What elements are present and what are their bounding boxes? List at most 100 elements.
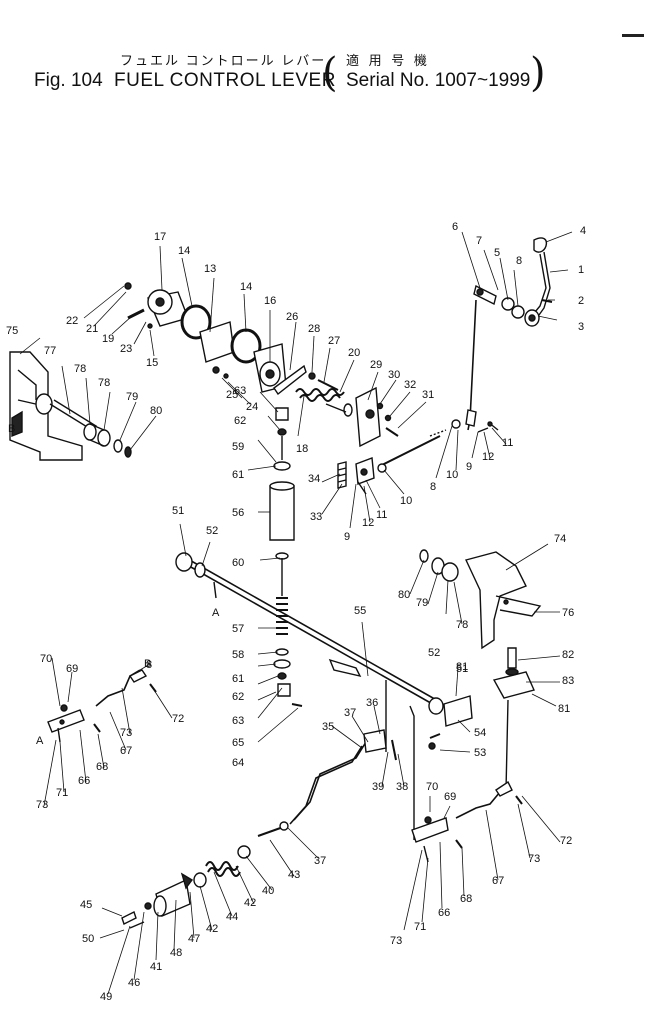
callout-56: 56 (232, 507, 244, 519)
callout-72: 72 (560, 835, 572, 847)
callout-72: 72 (172, 713, 184, 725)
callout-57: 57 (232, 623, 244, 635)
callout-60: 60 (232, 557, 244, 569)
reference-mark-b: B (8, 423, 15, 435)
callout-51: 51 (456, 663, 468, 675)
callout-21: 21 (86, 323, 98, 335)
serial-label-japanese: 適 用 号 機 (346, 53, 430, 68)
callout-35: 35 (322, 721, 334, 733)
callout-42: 42 (244, 897, 256, 909)
callout-11: 11 (376, 509, 387, 521)
callout-10: 10 (400, 495, 412, 507)
right-parenthesis: ) (530, 50, 546, 96)
callout-62: 62 (234, 415, 246, 427)
callout-14: 14 (240, 281, 252, 293)
callout-12: 12 (362, 517, 374, 529)
callout-20: 20 (348, 347, 360, 359)
callout-14: 14 (178, 245, 190, 257)
callout-36: 36 (366, 697, 378, 709)
callout-25: 25 (226, 389, 238, 401)
callout-40: 40 (262, 885, 274, 897)
callout-61: 61 (232, 673, 244, 685)
callout-34: 34 (308, 473, 320, 485)
callout-8: 8 (430, 481, 436, 493)
callout-31: 31 (422, 389, 434, 401)
callout-70: 70 (426, 781, 438, 793)
corner-mark (622, 34, 644, 37)
callout-48: 48 (170, 947, 182, 959)
callout-27: 27 (328, 335, 340, 347)
callout-47: 47 (188, 933, 200, 945)
callout-78: 78 (98, 377, 110, 389)
callout-55: 55 (354, 605, 366, 617)
callout-64: 64 (232, 757, 244, 769)
callout-79: 79 (416, 597, 428, 609)
callout-11: 11 (502, 437, 513, 449)
callout-30: 30 (388, 369, 400, 381)
callout-23: 23 (120, 343, 132, 355)
reference-marks: B A B A (8, 423, 220, 747)
callout-79: 79 (126, 391, 138, 403)
callout-62: 62 (232, 691, 244, 703)
callout-32: 32 (404, 379, 416, 391)
callout-68: 68 (96, 761, 108, 773)
callout-45: 45 (80, 899, 92, 911)
callout-10: 10 (446, 469, 458, 481)
callout-16: 16 (264, 295, 276, 307)
callout-71: 71 (56, 787, 68, 799)
callout-1: 1 (578, 264, 584, 276)
callout-37: 37 (314, 855, 326, 867)
callout-46: 46 (128, 977, 140, 989)
callout-54: 54 (474, 727, 486, 739)
figure-number: Fig. 104 (34, 70, 103, 91)
callout-73: 73 (120, 727, 132, 739)
callout-38: 38 (396, 781, 408, 793)
callout-37: 37 (344, 707, 356, 719)
callout-75: 75 (6, 325, 18, 337)
callout-69: 69 (444, 791, 456, 803)
callout-66: 66 (78, 775, 90, 787)
callout-63: 63 (232, 715, 244, 727)
callout-5: 5 (494, 247, 500, 259)
callout-49: 49 (100, 991, 112, 1003)
callout-2: 2 (578, 295, 584, 307)
callout-73: 73 (390, 935, 402, 947)
callout-80: 80 (398, 589, 410, 601)
callout-81: 81 (558, 703, 570, 715)
callout-9: 9 (344, 531, 350, 543)
callout-6: 6 (452, 221, 458, 233)
callout-19: 19 (102, 333, 114, 345)
callout-41: 41 (150, 961, 162, 973)
callout-77: 77 (44, 345, 56, 357)
callout-22: 22 (66, 315, 78, 327)
callout-82: 82 (562, 649, 574, 661)
callout-78: 78 (456, 619, 468, 631)
title-japanese: フュエル コントロール レバー (120, 53, 327, 68)
part-drawings (9, 237, 553, 929)
callout-8: 8 (516, 255, 522, 267)
callout-68: 68 (460, 893, 472, 905)
callout-81: 81 (456, 661, 468, 673)
callout-52: 52 (206, 525, 218, 537)
callout-18: 18 (296, 443, 308, 455)
callout-26: 26 (286, 311, 298, 323)
figure-title: FUEL CONTROL LEVER (114, 70, 336, 91)
callout-28: 28 (308, 323, 320, 335)
leader-lines (19, 231, 573, 995)
callout-78: 78 (74, 363, 86, 375)
reference-mark-a: A (36, 735, 44, 747)
callout-29: 29 (370, 359, 382, 371)
left-parenthesis: ( (322, 50, 338, 96)
callout-74: 74 (554, 533, 566, 545)
callout-13: 13 (204, 263, 216, 275)
callout-61: 61 (232, 469, 244, 481)
callout-83: 83 (562, 675, 574, 687)
callout-67: 67 (492, 875, 504, 887)
callout-42: 42 (206, 923, 218, 935)
callout-50: 50 (82, 933, 94, 945)
callout-52: 52 (428, 647, 440, 659)
callout-12: 12 (482, 451, 494, 463)
callout-15: 15 (146, 357, 158, 369)
callout-66: 66 (438, 907, 450, 919)
